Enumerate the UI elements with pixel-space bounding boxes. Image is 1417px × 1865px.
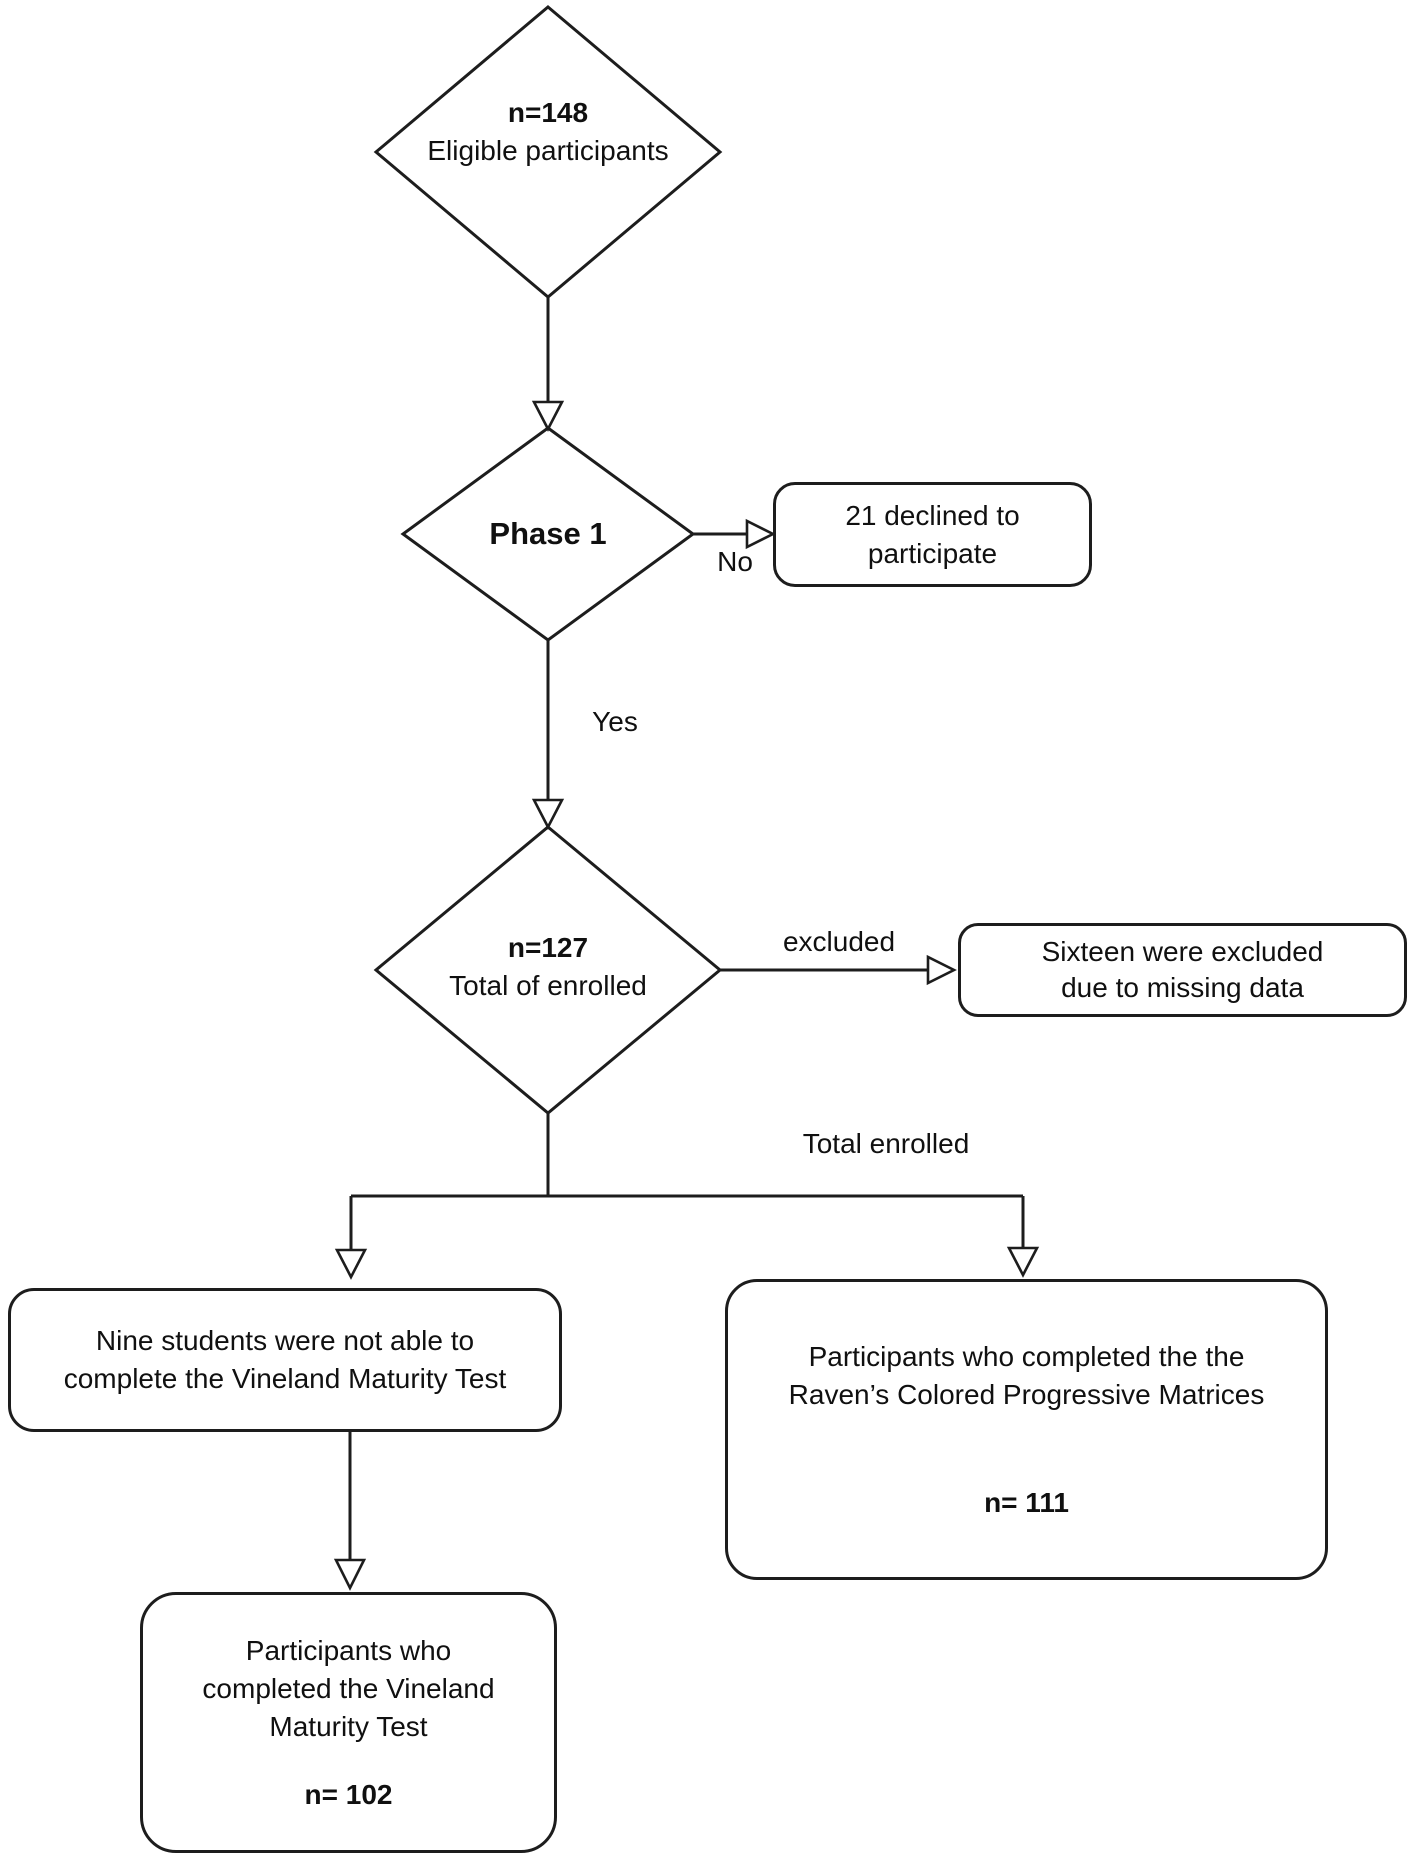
- node-vineland-complete-line3: Maturity Test: [269, 1710, 428, 1742]
- node-vineland-incomplete-line2: complete the Vineland Maturity Test: [63, 1363, 507, 1394]
- arrowhead-right-icon: [745, 518, 776, 550]
- node-excluded-line2: due to missing data: [1061, 972, 1304, 1003]
- edge-label-yes: Yes: [592, 706, 638, 737]
- node-vineland-complete: Participants who completed the Vineland …: [140, 1592, 557, 1853]
- node-eligible-label: Eligible participants: [427, 135, 669, 166]
- node-vineland-complete-line2: completed the Vineland: [202, 1672, 495, 1704]
- node-phase1: Phase 1: [489, 516, 607, 551]
- node-declined: 21 declined to participate: [773, 482, 1092, 587]
- node-excluded-line1: Sixteen were excluded: [1041, 936, 1324, 967]
- node-vineland-incomplete-line1: Nine students were not able to: [95, 1325, 475, 1356]
- node-declined-line2: participate: [867, 537, 998, 569]
- node-raven-line1: Participants who completed the the: [808, 1340, 1245, 1372]
- node-enrolled-label: Total of enrolled: [449, 970, 647, 1001]
- node-enrolled: n=127 Total of enrolled: [398, 929, 698, 1005]
- node-vineland-complete-count: n= 102: [304, 1778, 393, 1810]
- node-vineland-complete-line1: Participants who: [245, 1634, 452, 1666]
- arrowhead-down-icon: [531, 798, 565, 830]
- node-eligible: n=148 Eligible participants: [398, 94, 698, 170]
- node-raven: Participants who completed the the Raven…: [725, 1279, 1328, 1580]
- arrowhead-down-icon: [1006, 1246, 1040, 1278]
- arrowhead-right-icon: [926, 954, 957, 986]
- node-raven-line2: Raven’s Colored Progressive Matrices: [788, 1378, 1265, 1410]
- node-enrolled-count: n=127: [507, 932, 589, 963]
- node-raven-count: n= 111: [984, 1486, 1069, 1518]
- edge-label-no: No: [717, 546, 753, 577]
- node-eligible-count: n=148: [507, 97, 589, 128]
- arrowhead-down-icon: [334, 1248, 368, 1280]
- node-declined-line1: 21 declined to: [845, 499, 1020, 531]
- edge-label-excluded: excluded: [782, 926, 896, 957]
- arrowhead-down-icon: [333, 1558, 367, 1591]
- node-vineland-incomplete: Nine students were not able to complete …: [8, 1288, 562, 1432]
- edge-label-total-enrolled: Total enrolled: [802, 1128, 970, 1159]
- node-excluded-note: Sixteen were excluded due to missing dat…: [958, 923, 1407, 1017]
- arrowhead-down-icon: [531, 400, 565, 432]
